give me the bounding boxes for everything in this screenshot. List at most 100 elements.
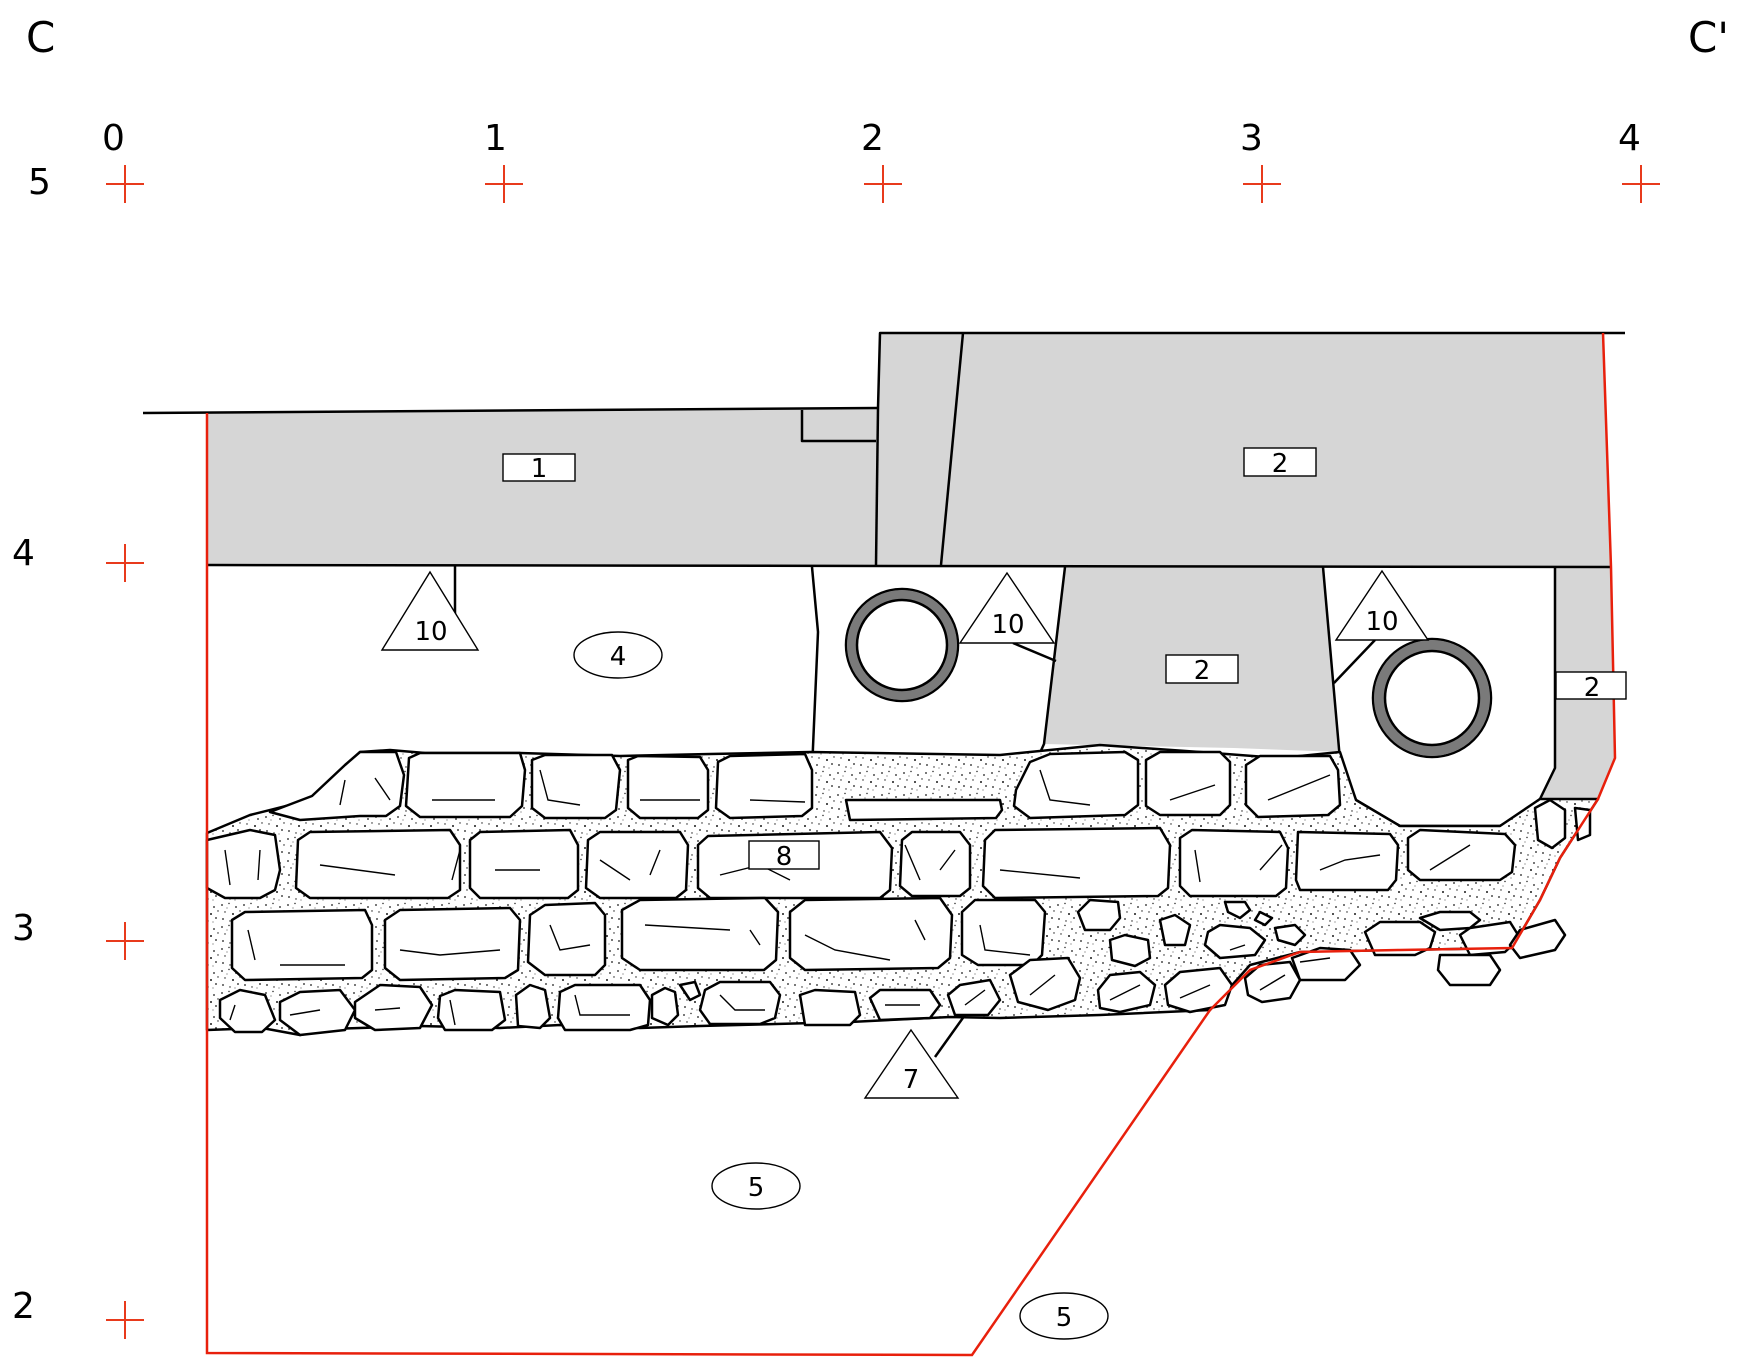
stone: [898, 830, 972, 898]
interface-10-right-label: 10: [1365, 607, 1398, 637]
wall-8-tag: 8: [748, 840, 820, 872]
stone: [584, 830, 690, 900]
stone: [353, 983, 434, 1032]
grid-cross: [1243, 165, 1281, 203]
layer-1-step: [800, 410, 876, 443]
layer-2-right-tag: 2: [1555, 671, 1627, 703]
stone: [468, 828, 580, 900]
soil-5-inner-tag: 5: [711, 1162, 801, 1210]
stone: [294, 828, 462, 900]
stone: [268, 750, 406, 822]
x-tick-0: 0: [102, 118, 125, 159]
layer-2-right-label: 2: [1584, 673, 1601, 703]
stone: [1203, 923, 1267, 960]
stone: [1076, 898, 1122, 932]
grid-cross: [106, 922, 144, 960]
layer-2-boundary: [939, 332, 965, 566]
stone-course-4: [218, 956, 1302, 1037]
interface-10-left: 10: [380, 565, 480, 651]
grid-cross: [864, 165, 902, 203]
interface-10-middle-label: 10: [991, 610, 1024, 640]
x-tick-1: 1: [484, 118, 507, 159]
stone: [514, 983, 552, 1030]
stone: [1158, 913, 1192, 947]
interface-10-left-label: 10: [414, 617, 447, 647]
stone-cracks: [224, 769, 1471, 1026]
stone: [678, 980, 702, 1002]
interface-7: 7: [863, 1014, 967, 1099]
interface-7-label: 7: [903, 1065, 920, 1095]
ground-surface-left: [142, 406, 879, 415]
soil-5-inner-label: 5: [748, 1173, 765, 1203]
stone: [626, 754, 710, 820]
stone: [1533, 798, 1567, 850]
layer-1-label: 1: [531, 454, 548, 484]
stone: [1223, 900, 1252, 920]
layer-2-top-label: 2: [1272, 449, 1289, 479]
y-tick-4: 4: [12, 533, 35, 574]
x-tick-2: 2: [861, 118, 884, 159]
stone: [230, 908, 374, 982]
stone: [1273, 923, 1307, 947]
stone: [981, 826, 1172, 900]
layer-2-mid-label: 2: [1194, 656, 1211, 686]
interface-10-right: 10: [1333, 569, 1430, 684]
fill-4-tag: 4: [573, 631, 663, 679]
y-axis-ticks: 5 4 3 2: [12, 162, 51, 1327]
x-tick-3: 3: [1240, 118, 1263, 159]
stone: [620, 896, 780, 972]
stone: [205, 828, 282, 900]
stone: [1294, 830, 1400, 892]
y-tick-2: 2: [12, 1286, 35, 1327]
x-axis-ticks: 0 1 2 3 4: [102, 118, 1641, 159]
stone: [960, 898, 1047, 967]
ground-surface-step: [876, 331, 1625, 409]
stone: [530, 753, 622, 820]
pipe-right: [1371, 637, 1493, 759]
x-tick-4: 4: [1618, 118, 1641, 159]
stone: [556, 983, 652, 1032]
layer-1-tag: 1: [502, 453, 576, 484]
stone: [526, 901, 607, 977]
stone: [278, 988, 357, 1037]
grid-crosses: [106, 165, 1660, 1339]
stone: [698, 980, 782, 1026]
soil-5-outer-label: 5: [1056, 1303, 1073, 1333]
stone: [1144, 750, 1232, 817]
grid-cross: [106, 165, 144, 203]
layer-1-divider: [874, 407, 880, 566]
fill-4-label: 4: [610, 642, 627, 672]
layer-2-top-tag: 2: [1243, 447, 1317, 479]
interface-10-middle: 10: [958, 571, 1057, 663]
stone: [1406, 828, 1517, 882]
stone: [1363, 920, 1437, 957]
layer-2-mid-tag: 2: [1165, 654, 1239, 686]
excavation-limit: [205, 332, 1617, 1357]
section-start-label: C: [26, 13, 55, 62]
grid-cross: [106, 1301, 144, 1339]
pipe-left: [844, 587, 960, 703]
layer-1-base: [206, 563, 1612, 569]
stone-course-3: [230, 896, 1567, 987]
stone: [1012, 750, 1140, 820]
stone-course-2: [205, 798, 1592, 900]
y-tick-3: 3: [12, 908, 35, 949]
stone-course-1: [268, 750, 1342, 822]
wall-8-label: 8: [776, 842, 793, 872]
stone: [404, 751, 527, 819]
grid-cross: [485, 165, 523, 203]
stone: [1436, 953, 1502, 987]
stone: [798, 988, 862, 1027]
stone: [1418, 910, 1482, 932]
stone: [1178, 828, 1290, 898]
stone: [844, 798, 1004, 822]
stone: [1008, 956, 1082, 1012]
stone: [436, 988, 507, 1032]
stone: [1108, 933, 1152, 968]
layer-1: [207, 408, 878, 565]
stone: [383, 906, 522, 982]
stone: [714, 752, 814, 820]
soil-5-outer-tag: 5: [1019, 1292, 1109, 1340]
stone: [1253, 910, 1274, 927]
